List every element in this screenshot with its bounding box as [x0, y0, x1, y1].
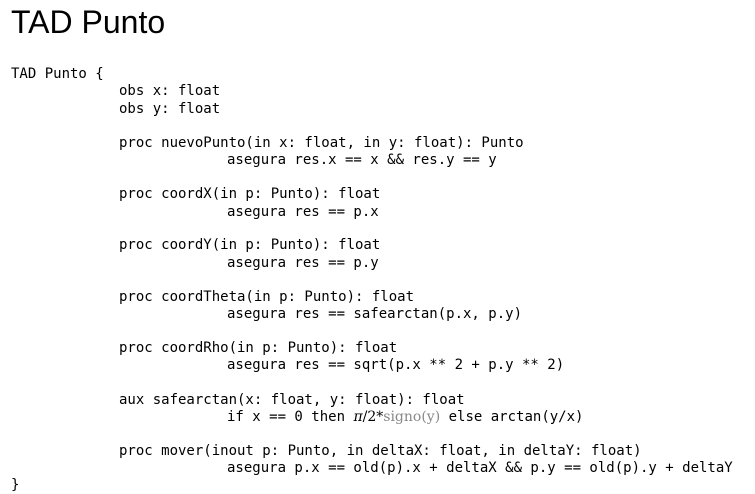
aux-else-text: else arctan(y/x)	[440, 409, 584, 425]
aux-math-expression: π/2*signo(y)	[353, 409, 440, 425]
aux-if-text: if x == 0 then	[227, 409, 354, 425]
proc-coordx-ensures: asegura res == p.x	[227, 204, 379, 220]
proc-mover-ensures: asegura p.x == old(p).x + deltaX && p.y …	[227, 460, 733, 476]
pi-symbol: π	[353, 409, 363, 425]
obs-x-line: obs x: float	[119, 83, 221, 99]
proc-coordx-signature: proc coordX(in p: Punto): float	[119, 186, 381, 202]
proc-mover-signature: proc mover(inout p: Punto, in deltaX: fl…	[119, 443, 642, 459]
math-signo-function: signo(y)	[383, 409, 441, 425]
page-title: TAD Punto	[11, 4, 166, 40]
aux-safearctan-signature: aux safearctan(x: float, y: float): floa…	[119, 392, 465, 408]
obs-y-line: obs y: float	[119, 101, 221, 117]
proc-nuevopunto-ensures: asegura res.x == x && res.y == y	[227, 152, 497, 168]
math-divide-times: /2*	[362, 409, 384, 425]
tad-close-line: }	[11, 477, 20, 493]
proc-coordtheta-signature: proc coordTheta(in p: Punto): float	[119, 289, 415, 305]
aux-safearctan-body: if x == 0 then π/2*signo(y) else arctan(…	[227, 408, 583, 426]
tad-open-line: TAD Punto {	[11, 66, 104, 82]
proc-coordrho-ensures: asegura res == sqrt(p.x ** 2 + p.y ** 2)	[227, 357, 565, 373]
proc-coordtheta-ensures: asegura res == safearctan(p.x, p.y)	[227, 306, 523, 322]
proc-coordrho-signature: proc coordRho(in p: Punto): float	[119, 340, 398, 356]
proc-nuevopunto-signature: proc nuevoPunto(in x: float, in y: float…	[119, 135, 524, 151]
proc-coordy-ensures: asegura res == p.y	[227, 255, 379, 271]
proc-coordy-signature: proc coordY(in p: Punto): float	[119, 237, 381, 253]
